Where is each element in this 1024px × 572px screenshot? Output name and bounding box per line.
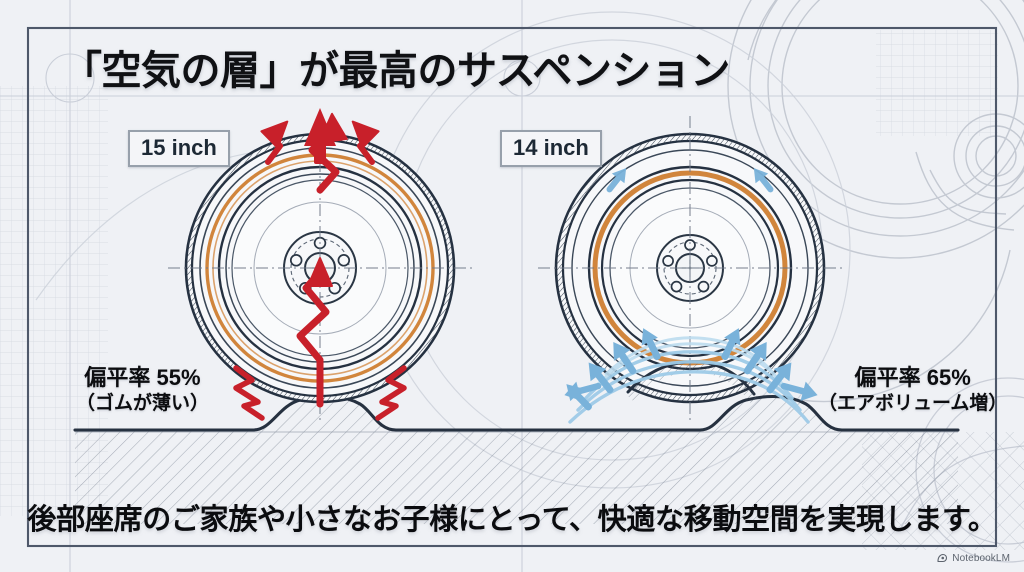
airflow-arrows-side: [564, 381, 818, 401]
ratio-label-left: 偏平率 55% （ゴムが薄い）: [76, 364, 209, 416]
airflow-arrows-top: [606, 168, 774, 193]
badge-wheel-size-right: 14 inch: [500, 130, 602, 168]
ratio-right-main: 偏平率 65%: [854, 365, 971, 390]
wheel-right-hub: [656, 234, 724, 302]
badge-wheel-size-left: 15 inch: [128, 130, 230, 168]
ratio-right-sub: （エアボリューム増）: [818, 392, 1008, 414]
airflow-right: [564, 168, 818, 424]
ratio-label-right: 偏平率 65% （エアボリューム増）: [818, 364, 1007, 416]
airflow-arrows-right: [721, 328, 792, 394]
ratio-left-sub: （ゴムが薄い）: [76, 392, 210, 414]
impact-bolts-left: [233, 365, 407, 421]
shock-arrow-top-center: [304, 108, 336, 164]
watermark-label: NotebookLM: [952, 552, 1010, 564]
notebooklm-logo-icon: [937, 553, 948, 563]
page-title: 「空気の層」が最高のサスペンション: [62, 49, 730, 93]
slide-caption: 後部座席のご家族や小さなお子様にとって、快適な移動空間を実現します。: [27, 504, 997, 536]
ratio-left-main: 偏平率 55%: [84, 365, 201, 390]
shock-arrows-left: [260, 112, 380, 408]
notebooklm-watermark: NotebookLM: [936, 552, 1010, 564]
